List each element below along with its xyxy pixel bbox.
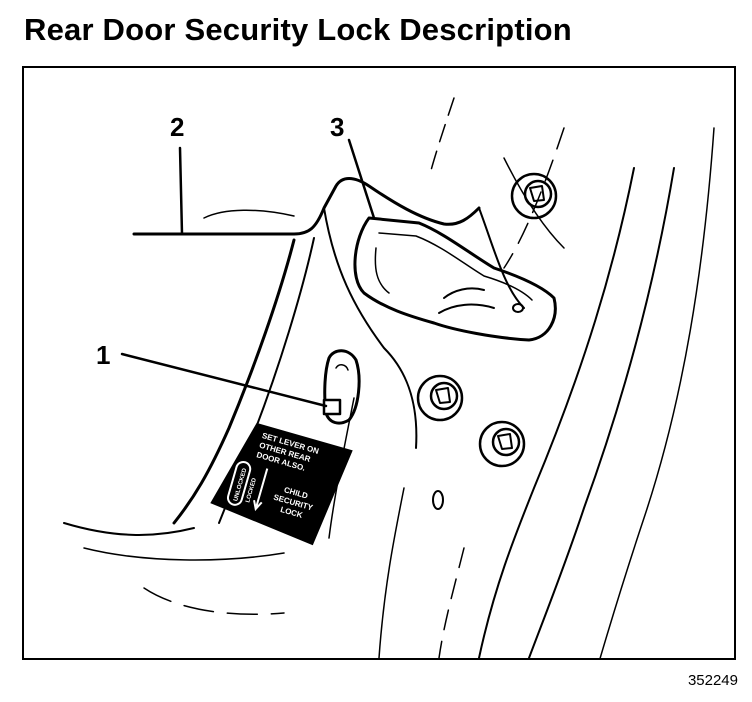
door-illustration: SET LEVER ON OTHER REAR DOOR ALSO. UNLOC… — [63, 97, 715, 658]
diagram-frame: SET LEVER ON OTHER REAR DOOR ALSO. UNLOC… — [22, 66, 736, 660]
figure-number: 352249 — [687, 672, 738, 689]
door-panel-edge — [172, 238, 296, 525]
small-hole — [432, 490, 444, 510]
screw-upper — [510, 172, 558, 220]
child-security-lock-label: SET LEVER ON OTHER REAR DOOR ALSO. UNLOC… — [210, 422, 353, 546]
screw-lower — [478, 420, 526, 468]
callout-2: 2 — [170, 112, 185, 142]
callout-leader-3 — [347, 138, 376, 220]
door-latch-striker — [353, 216, 557, 342]
diagram-title: Rear Door Security Lock Description — [24, 12, 572, 47]
callout-1: 1 — [96, 340, 111, 370]
callout-3: 3 — [330, 112, 345, 142]
callout-leader-2 — [178, 146, 184, 236]
screw-middle — [416, 374, 464, 422]
door-trim-edge — [132, 177, 481, 236]
callout-leader-1 — [120, 352, 328, 408]
